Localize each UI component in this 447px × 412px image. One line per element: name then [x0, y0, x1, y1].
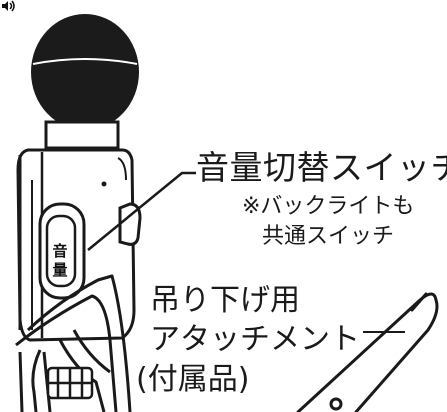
button-char-2: 量: [52, 261, 68, 279]
microphone-neck: [44, 120, 120, 150]
attachment-strap: [15, 274, 132, 412]
backlight-note-line2: 共通スイッチ: [262, 224, 395, 249]
hanging-attachment: [296, 292, 439, 412]
speaker-icon: [2, 0, 15, 12]
microphone-ball: [31, 14, 139, 130]
volume-button: [38, 202, 86, 300]
switch-leader-line: [87, 171, 196, 251]
strap-grip: [46, 366, 94, 400]
side-knob: [118, 202, 142, 246]
backlight-note-line1: ※バックライトも: [242, 194, 415, 219]
attachment-label-line3: (付属品): [136, 362, 250, 397]
button-char-1: 音: [52, 242, 68, 260]
volume-switch-label: 音量切替スイッチ: [196, 148, 447, 187]
attachment-label-line2: アタッチメント: [150, 322, 360, 357]
attachment-label-line1: 吊り下げ用: [150, 283, 300, 318]
